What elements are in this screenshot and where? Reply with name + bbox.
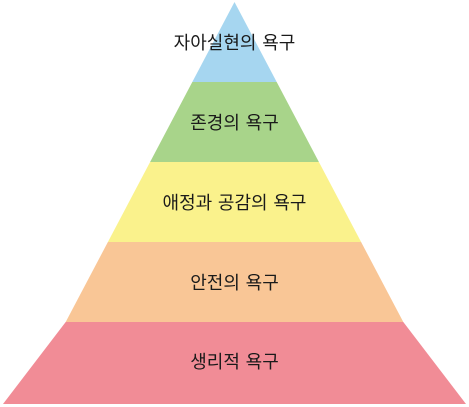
tier-self-actualization: [192, 2, 277, 82]
tier-physiological: [3, 322, 466, 404]
tier-label-love-belonging: 애정과 공감의 욕구: [163, 193, 307, 214]
tier-love-belonging: [107, 162, 362, 242]
tier-esteem: [150, 82, 319, 162]
tier-label-physiological: 생리적 욕구: [190, 352, 279, 373]
tier-label-self-actualization: 자아실현의 욕구: [174, 33, 296, 54]
tier-safety: [65, 242, 404, 322]
tier-label-safety: 안전의 욕구: [190, 273, 279, 294]
tier-label-esteem: 존경의 욕구: [190, 113, 279, 134]
